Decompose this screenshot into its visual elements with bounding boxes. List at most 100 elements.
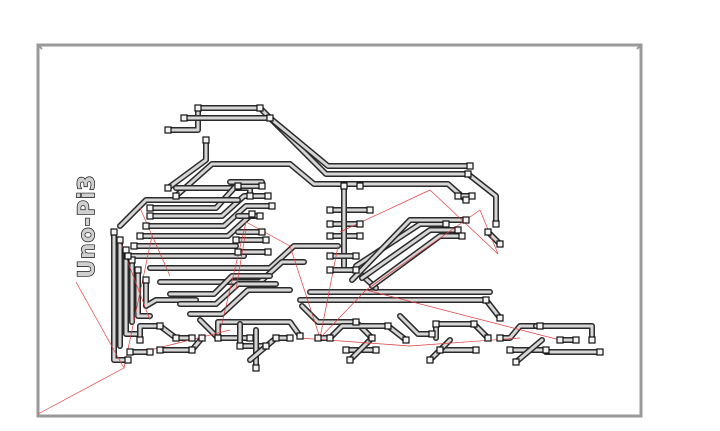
pad (188, 346, 196, 354)
ratsnest-line (37, 367, 125, 415)
pad (326, 206, 334, 214)
pads-layer (110, 104, 604, 372)
pad (342, 346, 350, 354)
pad (146, 348, 154, 356)
pad (134, 266, 142, 274)
trace-copper (398, 314, 434, 336)
pad (572, 336, 580, 344)
pad (214, 334, 222, 342)
pad (368, 334, 376, 342)
pad (596, 348, 604, 356)
pad (326, 252, 334, 260)
trace-copper (136, 268, 152, 318)
pad (146, 204, 154, 212)
pad (326, 232, 334, 240)
pad (464, 170, 472, 178)
pad (366, 206, 374, 214)
pad (156, 322, 164, 330)
pad (194, 104, 202, 112)
pad (234, 182, 242, 190)
pad (188, 334, 196, 342)
pad (248, 210, 256, 218)
pad (172, 334, 180, 342)
pad (384, 322, 392, 330)
pad (202, 136, 210, 144)
pad (432, 320, 440, 328)
trace-copper (216, 320, 302, 338)
pad (124, 252, 132, 260)
pad (266, 114, 274, 122)
pad (472, 346, 480, 354)
pad (164, 184, 172, 192)
pad (122, 246, 130, 254)
pad (262, 342, 270, 350)
trace-copper (534, 324, 594, 342)
pad (470, 320, 478, 328)
pad (496, 334, 504, 342)
trace-copper (434, 322, 490, 340)
pad (458, 232, 466, 240)
trace-copper (178, 282, 278, 306)
pad (340, 182, 348, 190)
pad (146, 212, 154, 220)
pad (468, 192, 476, 200)
pad (110, 228, 118, 236)
trace-copper (182, 116, 472, 168)
ratsnest-line (365, 289, 561, 341)
pad (264, 192, 272, 200)
trace-copper (360, 228, 460, 280)
pad (268, 202, 276, 210)
pad (142, 276, 150, 284)
pad (256, 104, 264, 112)
pad (542, 346, 550, 354)
pad (512, 358, 520, 366)
pad (356, 220, 364, 228)
pad (536, 322, 544, 330)
pad (356, 182, 364, 190)
pad (246, 192, 254, 200)
pad (462, 196, 470, 204)
pad (246, 334, 254, 342)
ratsnest-line (245, 221, 291, 247)
trace-copper (148, 194, 270, 218)
pad (296, 332, 304, 340)
pad (428, 330, 436, 338)
pad (136, 336, 144, 344)
ratsnest-line (123, 235, 153, 369)
ratsnest-line (319, 289, 367, 339)
pad (234, 248, 242, 256)
trace-copper (498, 324, 542, 340)
trace-copper (316, 324, 408, 342)
pad (198, 334, 206, 342)
pad (454, 226, 462, 234)
pad (496, 314, 504, 322)
pad (442, 220, 450, 228)
pad (352, 318, 360, 326)
trace-copper (166, 106, 498, 226)
trace-copper (124, 248, 142, 336)
pad (436, 346, 444, 354)
corner-mark-top-right (636, 44, 642, 50)
corner-mark-top-left (37, 44, 43, 50)
pad (256, 212, 264, 220)
pad (426, 356, 434, 364)
pad (156, 346, 164, 354)
ratsnest-line (365, 209, 481, 291)
pad (126, 348, 134, 356)
pad (492, 220, 500, 228)
pad (372, 346, 380, 354)
ratsnest-line (139, 207, 171, 277)
pad (128, 256, 136, 264)
ratsnest-line (319, 245, 339, 339)
pad (326, 266, 334, 274)
pad (326, 220, 334, 228)
trace-copper (138, 212, 254, 238)
pad (352, 266, 360, 274)
pad (286, 334, 294, 342)
trace-copper (370, 234, 464, 288)
pad (130, 242, 138, 250)
pad (142, 222, 150, 230)
pad (258, 228, 266, 236)
pad (258, 182, 266, 190)
